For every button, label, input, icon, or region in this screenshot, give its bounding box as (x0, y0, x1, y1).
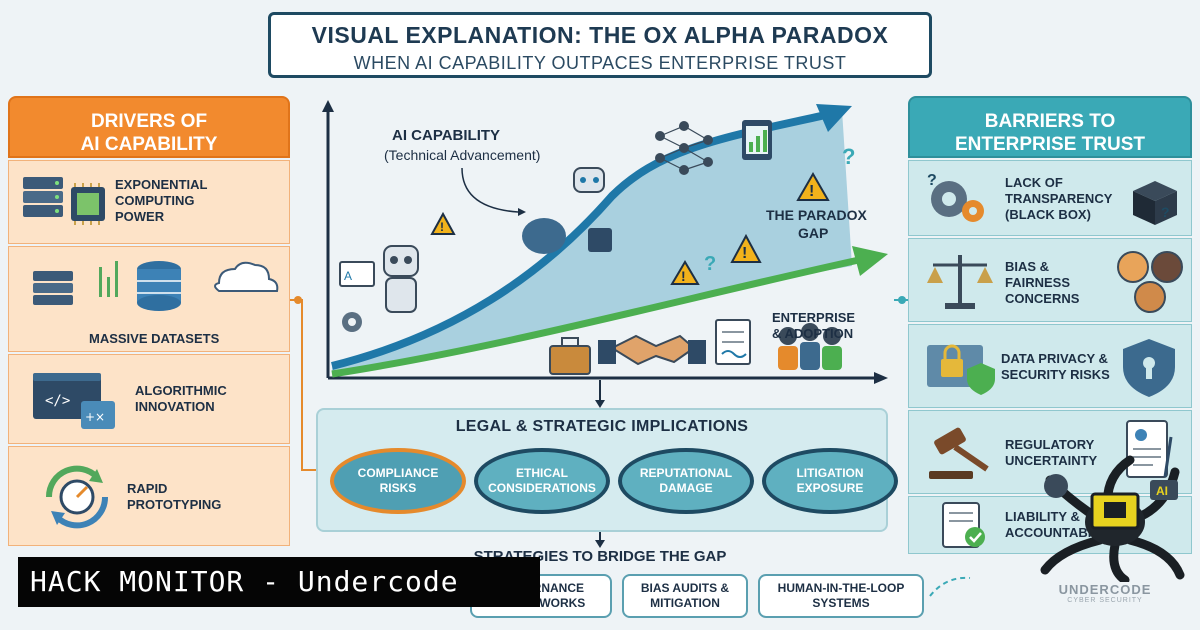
warning-icon-large: ! (730, 233, 762, 263)
gavel-icon (929, 427, 989, 479)
ai-capability-sublabel: (Technical Advancement) (384, 147, 540, 163)
question-mark-icon: ? (704, 253, 716, 275)
drivers-heading-line2: AI CAPABILITY (80, 134, 218, 155)
driver-item-computing: EXPONENTIAL COMPUTING POWER (8, 160, 290, 244)
svg-text:?: ? (1161, 204, 1170, 220)
driver-item-prototyping: RAPID PROTOTYPING (8, 446, 290, 546)
checklist-icon (942, 502, 985, 548)
contract-icon (715, 319, 751, 365)
question-mark-icon: ? (842, 144, 855, 169)
monitor-icon: A (339, 261, 375, 287)
driver-label-computing: EXPONENTIAL COMPUTING POWER (115, 177, 208, 224)
y-axis-arrow-icon (322, 100, 334, 112)
gear-icon (342, 312, 362, 332)
robot-icon (383, 245, 419, 313)
svg-text:!: ! (681, 268, 686, 284)
cycle-gauge-icon (45, 465, 109, 529)
database-cloud-icon (33, 261, 279, 311)
warning-icon-mid: ! (670, 260, 700, 285)
barriers-heading-line1: BARRIERS TO (984, 111, 1116, 132)
enterprise-arrowhead-icon (852, 246, 888, 276)
barrier-label-regulatory: REGULATORY UNCERTAINTY (1005, 437, 1098, 468)
x-axis-arrow-icon (874, 372, 888, 384)
driver-label-algorithmic: ALGORITHMIC INNOVATION (135, 383, 227, 414)
barrier-item-transparency: ? LACK OF TRANSPARENCY (BLACK BOX) ? (908, 160, 1192, 236)
svg-text:?: ? (927, 172, 937, 189)
briefcase-icon (549, 337, 591, 375)
ai-capability-curve (331, 110, 831, 370)
svg-text:!: ! (440, 220, 444, 234)
barriers-heading: BARRIERS TO ENTERPRISE TRUST (908, 96, 1192, 158)
warning-icon-left: ! (430, 211, 456, 235)
drivers-heading-line1: DRIVERS OF (90, 111, 208, 132)
driver-item-algorithmic: </> +× ALGORITHMIC INNOVATION (8, 354, 290, 444)
scales-icon (927, 255, 993, 309)
barrier-label-transparency: LACK OF TRANSPARENCY (BLACK BOX) (1005, 175, 1113, 222)
black-box-icon: ? (1133, 181, 1177, 225)
driver-label-prototyping: RAPID PROTOTYPING (127, 481, 222, 512)
brain-chip-icon (522, 218, 612, 254)
barrier-label-privacy: DATA PRIVACY & SECURITY RISKS (1001, 351, 1110, 382)
implications-title: LEGAL & STRATEGIC IMPLICATIONS (455, 418, 749, 435)
octopus-hacker-icon: AI (1040, 455, 1185, 582)
page-subtitle: WHEN AI CAPABILITY OUTPACES ENTERPRISE T… (353, 53, 847, 73)
keyhole-shield-icon (1123, 339, 1175, 397)
svg-text:+×: +× (85, 410, 105, 424)
drivers-heading: DRIVERS OF AI CAPABILITY (8, 96, 290, 158)
title-banner: VISUAL EXPLANATION: THE OX ALPHA PARADOX… (268, 12, 932, 78)
server-chip-icon (23, 177, 105, 225)
barrier-item-regulatory: REGULATORY UNCERTAINTY (908, 410, 1192, 494)
svg-text:!: ! (742, 245, 747, 262)
people-icon (1117, 251, 1183, 313)
barriers-heading-line2: ENTERPRISE TRUST (954, 134, 1146, 155)
page-title: VISUAL EXPLANATION: THE OX ALPHA PARADOX (311, 22, 889, 48)
paradox-gap-label-line2: GAP (798, 225, 828, 241)
barrier-item-bias: BIAS & FAIRNESS CONCERNS (908, 238, 1192, 322)
paradox-gap-label: THE PARADOX (766, 207, 868, 223)
neural-network-icon (655, 121, 713, 175)
handshake-icon (598, 334, 706, 366)
hack-monitor-banner: HACK MONITOR - Undercode (18, 557, 540, 607)
ai-capability-label: AI CAPABILITY (392, 127, 500, 144)
gears-blackbox-icon: ? (927, 172, 984, 222)
pointer-arrow-icon (518, 208, 526, 216)
robot-small-icon (573, 167, 605, 193)
svg-text:!: ! (809, 183, 814, 200)
strategy-bias-audits: BIAS AUDITS &MITIGATION (622, 574, 748, 618)
barrier-label-bias: BIAS & FAIRNESS CONCERNS (1005, 259, 1080, 306)
enterprise-label-line2: & ADOPTION (772, 326, 853, 341)
ai-curve-arrowhead-icon (816, 104, 852, 132)
driver-label-datasets: MASSIVE DATASETS (89, 331, 220, 346)
document-icon (1126, 420, 1173, 478)
tablet-chart-icon (742, 120, 772, 160)
code-window-icon: </> +× (33, 373, 115, 429)
paradox-graph: ! ! ! ! ? ? (322, 100, 888, 384)
undercode-logo-sub: CYBER SECURITY (1067, 597, 1143, 604)
enterprise-label: ENTERPRISE (772, 310, 855, 325)
svg-text:</>: </> (45, 393, 70, 409)
people-group-icon (778, 323, 842, 370)
ai-label-pointer (461, 167, 519, 213)
lock-shield-icon (927, 344, 995, 395)
warning-icon-top: ! (796, 171, 830, 201)
svg-text:AI: AI (1156, 484, 1168, 498)
barrier-item-privacy: DATA PRIVACY & SECURITY RISKS (908, 324, 1192, 408)
undercode-logo: UNDERCODE (1058, 582, 1152, 597)
enterprise-adoption-curve (331, 254, 869, 378)
svg-text:A: A (344, 269, 352, 283)
driver-item-datasets: MASSIVE DATASETS (8, 246, 290, 352)
